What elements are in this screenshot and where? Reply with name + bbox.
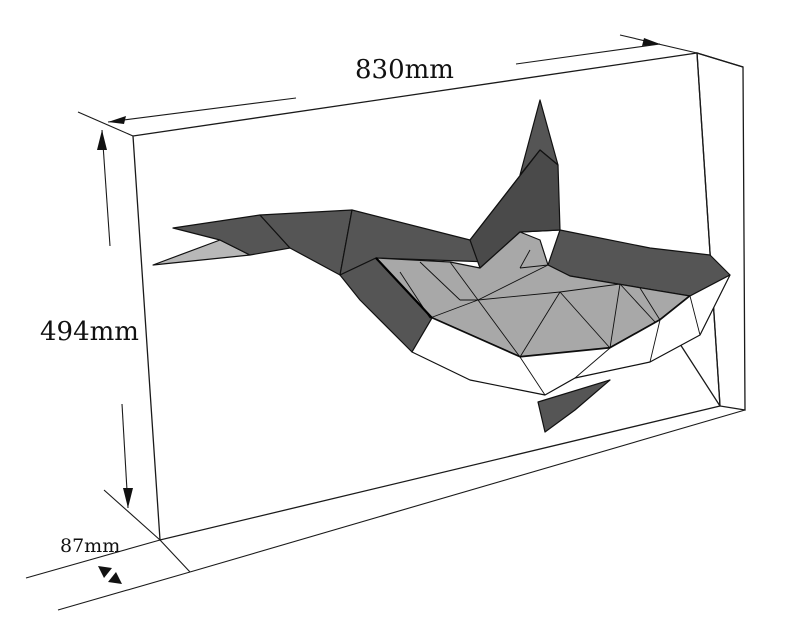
depth-extension-1 <box>25 539 161 579</box>
frame-inner-edge <box>679 343 721 407</box>
width-dimension-line-right <box>515 43 661 65</box>
width-dimension-line-left <box>107 97 297 123</box>
dimension-arrows <box>97 38 660 584</box>
depth-frame-edge <box>159 539 191 573</box>
depth-arrow-a <box>98 566 112 578</box>
height-label: 494mm <box>40 317 139 347</box>
tail-fluke-upper <box>172 214 291 256</box>
width-extension-left <box>77 111 134 137</box>
back-upper-1 <box>339 209 491 276</box>
frame-side-face <box>696 52 746 411</box>
depth-label: 87mm <box>60 535 120 557</box>
height-extension-bottom <box>103 489 161 541</box>
height-arrow-top <box>97 130 107 150</box>
depth-extension-2 <box>57 571 191 611</box>
width-label: 830mm <box>355 55 454 85</box>
pectoral-fin <box>537 379 611 433</box>
orca-whale-icon <box>152 99 731 433</box>
depth-arrow-b <box>108 572 122 584</box>
depth-frame-bottom <box>189 409 746 573</box>
width-arrow-left <box>108 116 126 124</box>
frame-top-depth-edge <box>696 52 744 68</box>
belly-facets <box>519 295 701 396</box>
side-panel-facets <box>399 249 661 358</box>
width-arrow-right <box>642 38 660 46</box>
height-arrow-bottom <box>123 488 133 508</box>
dimension-lines <box>25 34 746 611</box>
